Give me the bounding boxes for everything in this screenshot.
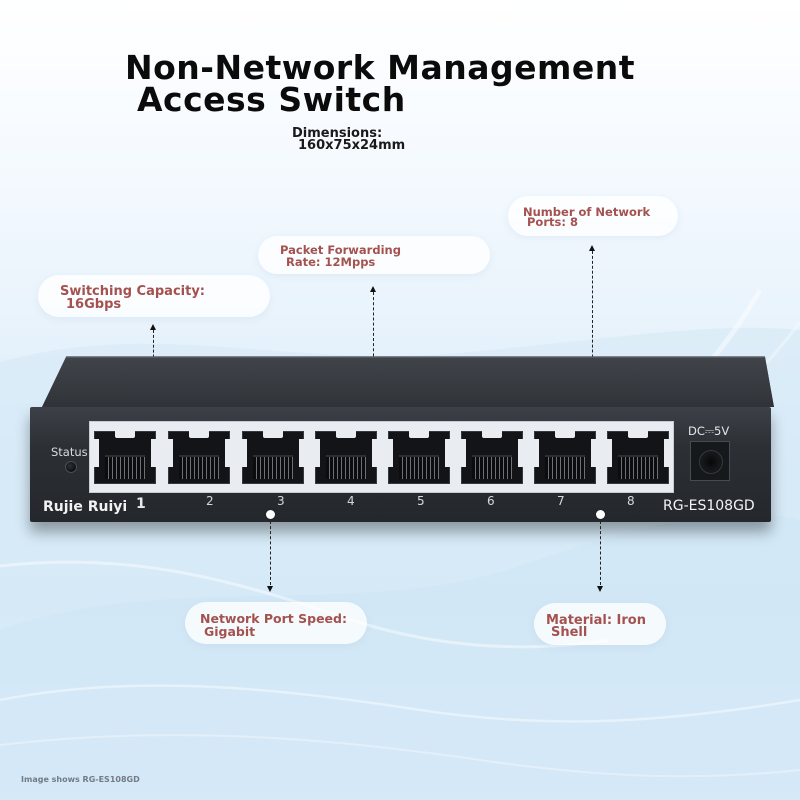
dc-jack-icon (690, 441, 730, 481)
dimensions-label: Dimensions: (292, 126, 383, 141)
dimensions-value: 160x75x24mm (298, 138, 406, 153)
network-port-speed-arrow-icon (267, 586, 273, 592)
ethernet-port-5-icon (387, 430, 451, 484)
port-number-4: 4 (347, 494, 355, 508)
model-label: RG-ES108GD (663, 498, 755, 514)
material-connector (600, 521, 601, 585)
ethernet-port-7-icon (533, 430, 597, 484)
ethernet-port-6-icon (460, 430, 524, 484)
material-dot-icon (596, 510, 605, 519)
network-port-speed-label: Network Port Speed: (200, 611, 347, 626)
switching-capacity-callout (38, 275, 270, 317)
material-value: Shell (551, 625, 588, 640)
network-ports-callout (508, 196, 678, 236)
switching-capacity-label: Switching Capacity: (60, 284, 205, 299)
switching-capacity-arrow-icon (150, 324, 156, 330)
switching-capacity-value: 16Gbps (66, 297, 122, 312)
network-port-speed-dot-icon (266, 510, 275, 519)
material-callout (534, 603, 666, 645)
network-ports-label: Number of Network (523, 205, 651, 219)
packet-forwarding-connector (373, 292, 374, 387)
packet-forwarding-arrow-icon (370, 286, 376, 292)
brand-label: Rujie Ruiyi (43, 499, 128, 515)
packet-forwarding-callout (258, 236, 490, 274)
material-arrow-icon (597, 586, 603, 592)
ethernet-port-1-icon (93, 430, 157, 484)
switch-top-shape (42, 356, 774, 407)
status-label: Status (51, 445, 88, 459)
dc-jack-hole (699, 450, 723, 474)
ethernet-port-4-icon (314, 430, 378, 484)
page-title-line-2: Access Switch (137, 80, 406, 119)
port-number-8: 8 (627, 494, 635, 508)
ethernet-port-8-icon (606, 430, 670, 484)
port-number-7: 7 (557, 494, 565, 508)
network-port-speed-value: Gigabit (204, 624, 256, 639)
network-port-speed-callout (185, 602, 367, 644)
ethernet-port-2-icon (167, 430, 231, 484)
packet-forwarding-label: Packet Forwarding (280, 243, 401, 257)
material-label: Material: Iron (546, 613, 646, 628)
power-input-label: DC⎓5V (688, 424, 730, 438)
port-number-3: 3 (277, 494, 285, 508)
port-number-1: 1 (136, 496, 146, 512)
network-ports-value: Ports: 8 (527, 215, 578, 229)
port-number-6: 6 (487, 494, 495, 508)
status-led-icon (65, 461, 77, 473)
network-port-speed-connector (270, 521, 271, 585)
port-number-5: 5 (417, 494, 425, 508)
page-title-line-1: Non-Network Management (125, 48, 636, 87)
ethernet-port-3-icon (241, 430, 305, 484)
port-number-2: 2 (206, 494, 214, 508)
network-ports-connector (592, 251, 593, 387)
image-footnote: Image shows RG-ES108GD (21, 775, 140, 784)
packet-forwarding-value: Rate: 12Mpps (286, 255, 376, 269)
network-ports-arrow-icon (589, 245, 595, 251)
